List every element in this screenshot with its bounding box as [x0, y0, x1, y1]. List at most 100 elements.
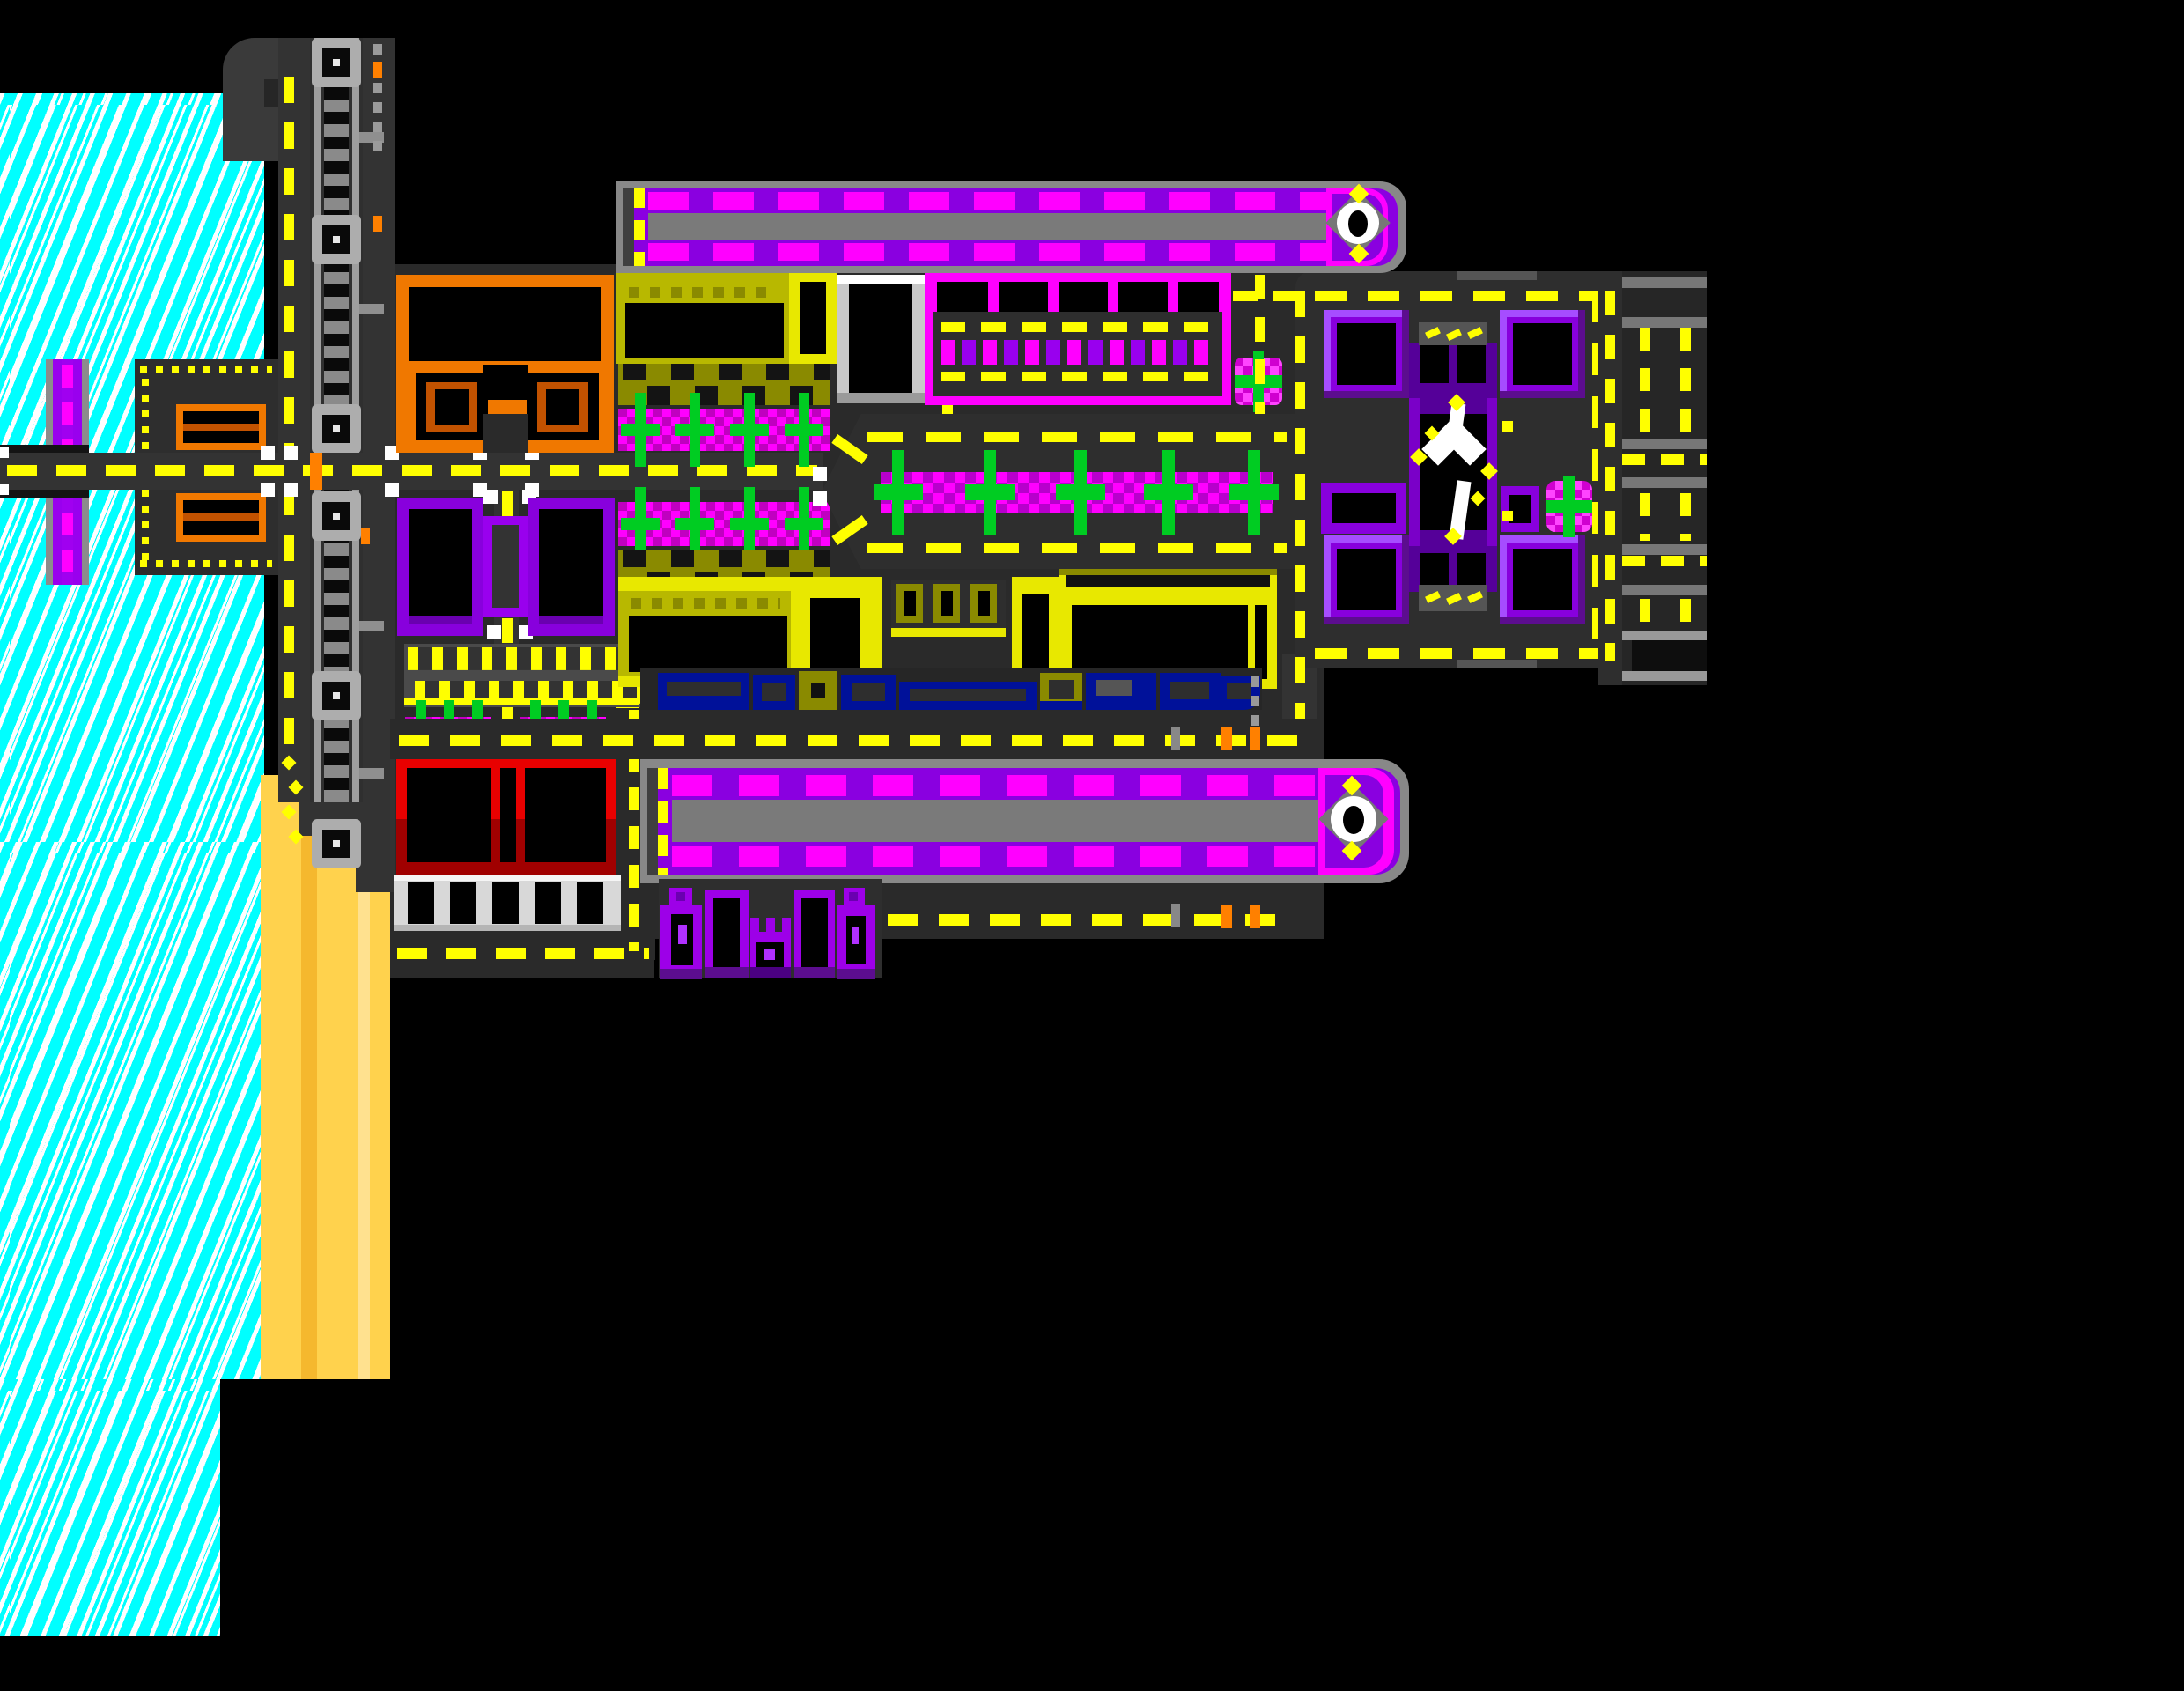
band-underline	[891, 628, 1006, 637]
station-dot	[333, 513, 340, 520]
tower-slot	[678, 925, 687, 944]
tree-cross-icon	[1229, 450, 1279, 535]
yard-posts	[941, 340, 1215, 365]
castle-turret	[750, 918, 791, 978]
star-spark-2	[1470, 491, 1486, 506]
yt-column-window	[800, 282, 826, 354]
wh-hl-left	[1500, 535, 1507, 624]
crosswalk-a3	[261, 483, 275, 497]
orange-tick	[1250, 727, 1260, 750]
piano-platform	[404, 644, 652, 707]
cross-hbar	[1144, 484, 1193, 500]
runway-threshold-block	[647, 768, 658, 875]
water-lower	[0, 1379, 220, 1636]
tree-cross-icon	[730, 393, 769, 467]
yle-hall	[1072, 605, 1248, 679]
tree-cross-icon	[785, 487, 823, 561]
purple-block-right	[528, 498, 615, 636]
runway-end-marker-core	[1343, 806, 1364, 834]
cross-hbar	[675, 424, 714, 436]
wh-sh-right	[1578, 535, 1585, 624]
tower-core	[849, 284, 912, 393]
magenta-cargo-yard	[925, 271, 1231, 405]
col-vdash	[1640, 599, 1650, 627]
curb-top	[0, 445, 89, 453]
tower-window	[801, 898, 828, 967]
crosswalk-a2	[284, 446, 298, 460]
track-side-dashes	[373, 44, 382, 159]
terminal-notch	[483, 414, 528, 453]
taxiway-point-white-1	[813, 467, 827, 481]
red-hangar	[396, 756, 616, 875]
jetbridge-comb-n	[618, 361, 830, 405]
complex-yellow-bit-2	[1502, 511, 1513, 521]
win-core	[904, 591, 916, 616]
band-win-2	[933, 584, 960, 623]
stub-dash	[1425, 326, 1441, 340]
taxiway-road-north	[390, 719, 1324, 759]
block-shade	[539, 616, 603, 624]
terminal-win-right	[527, 373, 599, 440]
block-core	[539, 509, 603, 624]
block-core	[409, 509, 472, 624]
crate-core	[811, 683, 825, 698]
signal-tick-3	[361, 528, 370, 544]
wh-sh-right	[1402, 535, 1409, 624]
cross-hbar	[730, 518, 769, 530]
cart-6	[1160, 673, 1221, 710]
runway-stripe-top	[648, 192, 1351, 210]
station-dot	[333, 692, 340, 699]
lower-yellow-terminal-east	[1059, 550, 1277, 689]
cart-5	[1086, 673, 1156, 710]
yard-window-3	[1059, 282, 1108, 312]
ylw-hall	[629, 616, 787, 672]
taxiway-point-white-2	[813, 491, 827, 506]
orange-tick	[1221, 905, 1232, 928]
stub-dash	[1425, 590, 1441, 604]
turret-dot	[764, 949, 775, 960]
crosswalk-b2	[385, 483, 399, 497]
cart-slot	[1170, 682, 1209, 699]
main-road-west	[0, 445, 823, 498]
hangar-slot	[500, 768, 516, 862]
signal-tick-2	[373, 216, 382, 232]
col-vdash	[1640, 493, 1650, 541]
turret-tooth	[766, 918, 775, 932]
cross-hbar	[621, 518, 660, 530]
purple-block-left	[397, 498, 483, 636]
train-station-5	[312, 671, 361, 720]
tree-cross-icon	[874, 450, 923, 535]
station-dot	[333, 840, 340, 847]
cart-2	[753, 675, 795, 710]
tree-cross-icon	[1144, 450, 1193, 535]
complex-midleft-shed	[1321, 483, 1406, 534]
castle-tower-3	[794, 890, 835, 978]
beacon-star-icon	[1406, 394, 1502, 546]
cross-hbar	[965, 484, 1015, 500]
signal-tick-1	[373, 62, 382, 78]
cart-slot	[1096, 680, 1132, 696]
cart-slot	[762, 683, 786, 701]
runway-threshold-block	[623, 188, 634, 266]
edge-mark-1	[0, 447, 9, 458]
hangar-door-left	[407, 768, 491, 862]
col-hdash	[1622, 556, 1707, 566]
shed-core	[1332, 493, 1396, 523]
wh-hl-top	[1324, 535, 1409, 543]
crate-x	[799, 671, 837, 710]
castle-tower-4	[837, 888, 875, 979]
band-win-3	[970, 584, 997, 623]
wh-sh-bottom	[1500, 617, 1585, 624]
col-vdash	[1680, 493, 1691, 541]
crate-base	[1040, 701, 1082, 710]
wh-hl-left	[1324, 535, 1331, 624]
station-dot	[333, 59, 340, 66]
tree-cross-icon	[621, 487, 660, 561]
complex-midright-shed	[1501, 486, 1539, 532]
runway-south	[640, 759, 1409, 883]
yard-window-1	[937, 282, 988, 312]
water-mid	[0, 842, 261, 1379]
beacon-stub-bottom	[1419, 585, 1487, 611]
connector-gray-dashes	[1251, 676, 1259, 729]
